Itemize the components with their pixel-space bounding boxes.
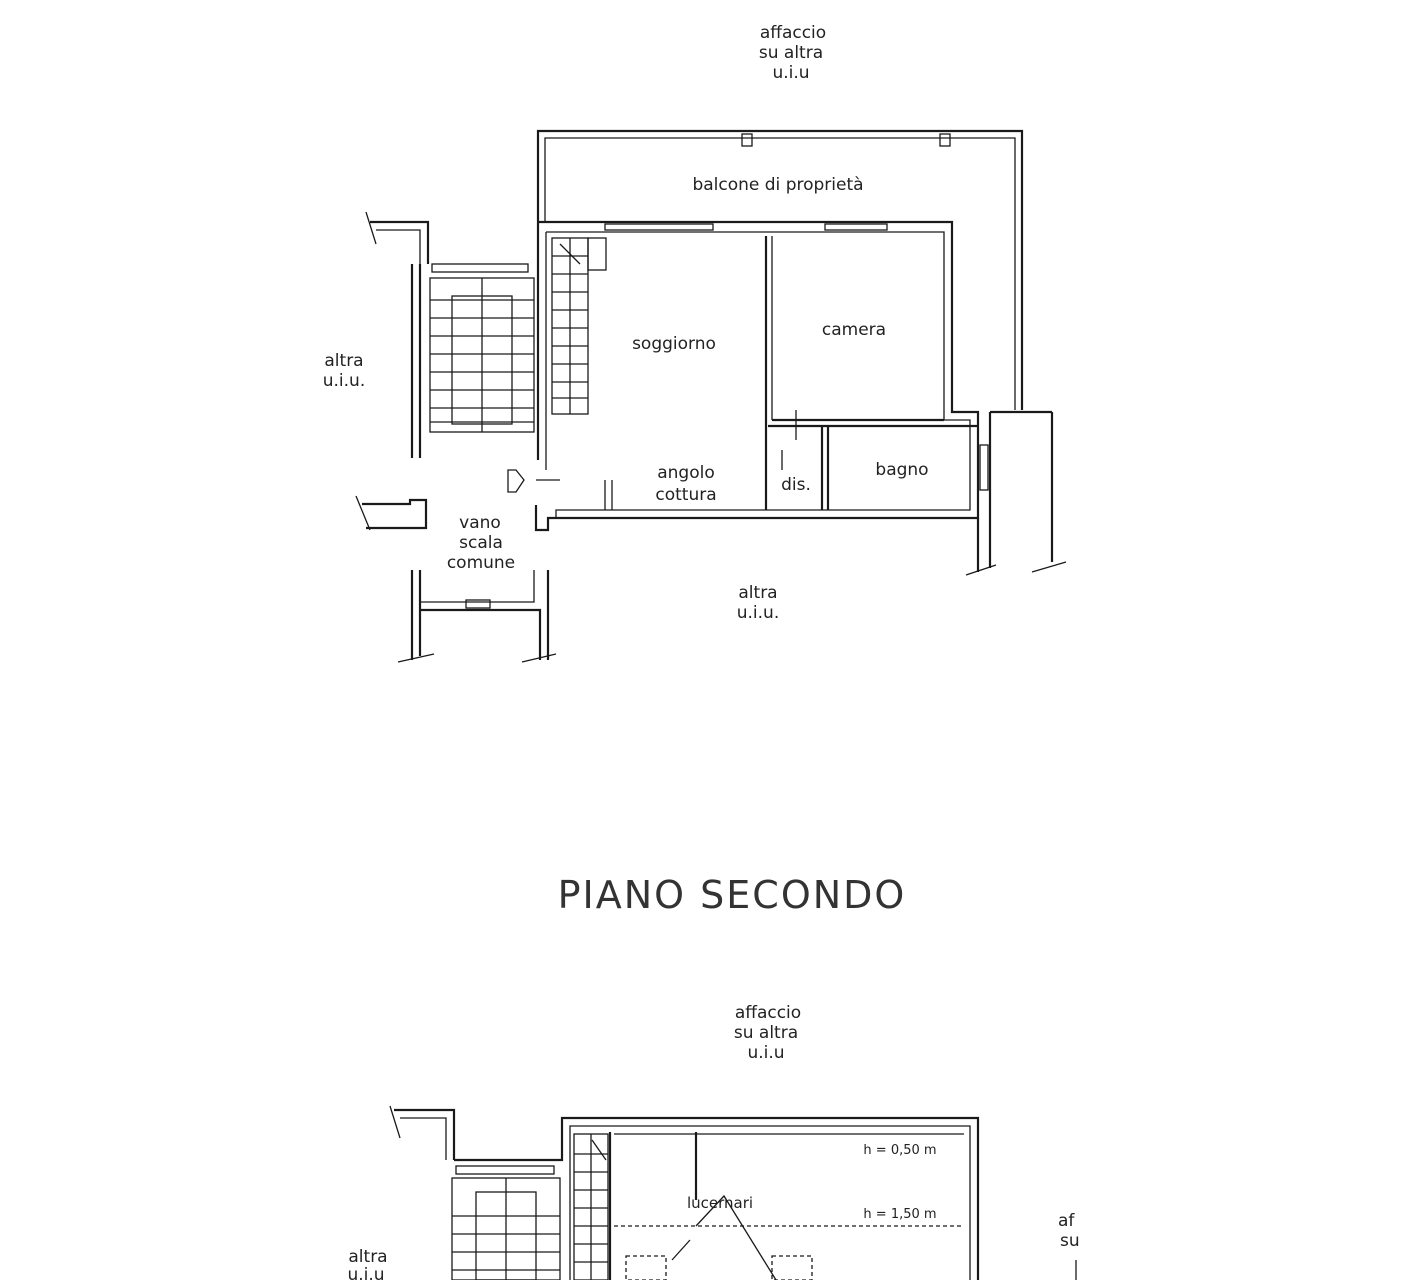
internal-stair	[551, 237, 607, 415]
bottom-unit-label-line-1: altra	[738, 583, 777, 603]
bottom-floor-plan: affaccio su altra u.i.u	[347, 1003, 1080, 1280]
attic-left-unit-line-1: altra	[348, 1247, 387, 1267]
attic-common-stair	[451, 1165, 561, 1280]
stairwell-label-line-2: scala	[459, 533, 503, 553]
balcony-label: balcone di proprietà	[692, 175, 863, 195]
bathroom-label: bagno	[875, 460, 928, 480]
top-plan-label-line-1: affaccio	[760, 23, 826, 43]
apartment-walls	[534, 220, 1067, 576]
living-room-label: soggiorno	[632, 334, 716, 354]
attic-right-label-line-2: su	[1060, 1231, 1080, 1251]
common-stairwell	[355, 211, 560, 663]
bottom-plan-label-line-2: su altra	[734, 1023, 798, 1043]
top-plan-label-line-2: su altra	[759, 43, 823, 63]
left-unit-label-line-1: altra	[324, 351, 363, 371]
stairwell-label-line-3: comune	[447, 553, 515, 573]
interior-walls	[604, 236, 978, 510]
top-floor-plan: affaccio su altra u.i.u	[323, 23, 1067, 663]
attic-walls	[389, 1105, 980, 1280]
bedroom-label: camera	[822, 320, 886, 340]
attic-right-label-line-1: af	[1058, 1211, 1075, 1231]
kitchen-label-line-2: cottura	[655, 485, 716, 505]
left-unit-label-line-2: u.i.u.	[323, 371, 365, 391]
bottom-unit-label-line-2: u.i.u.	[737, 603, 779, 623]
height-label-1: h = 0,50 m	[863, 1143, 936, 1158]
floor-title: PIANO SECONDO	[558, 873, 907, 917]
bottom-plan-label-line-1: affaccio	[735, 1003, 801, 1023]
closet-label: dis.	[781, 475, 811, 495]
skylights-label: lucernari	[687, 1194, 753, 1212]
attic-stair	[573, 1133, 609, 1280]
top-plan-label-line-3: u.i.u	[772, 63, 809, 83]
attic-left-unit-line-2: u.i.u	[347, 1265, 384, 1280]
balcony-walls	[536, 129, 1024, 410]
kitchen-label-line-1: angolo	[657, 463, 715, 483]
height-label-2: h = 1,50 m	[863, 1207, 936, 1222]
bottom-plan-label-line-3: u.i.u	[747, 1043, 784, 1063]
stairwell-label-line-1: vano	[459, 513, 501, 533]
